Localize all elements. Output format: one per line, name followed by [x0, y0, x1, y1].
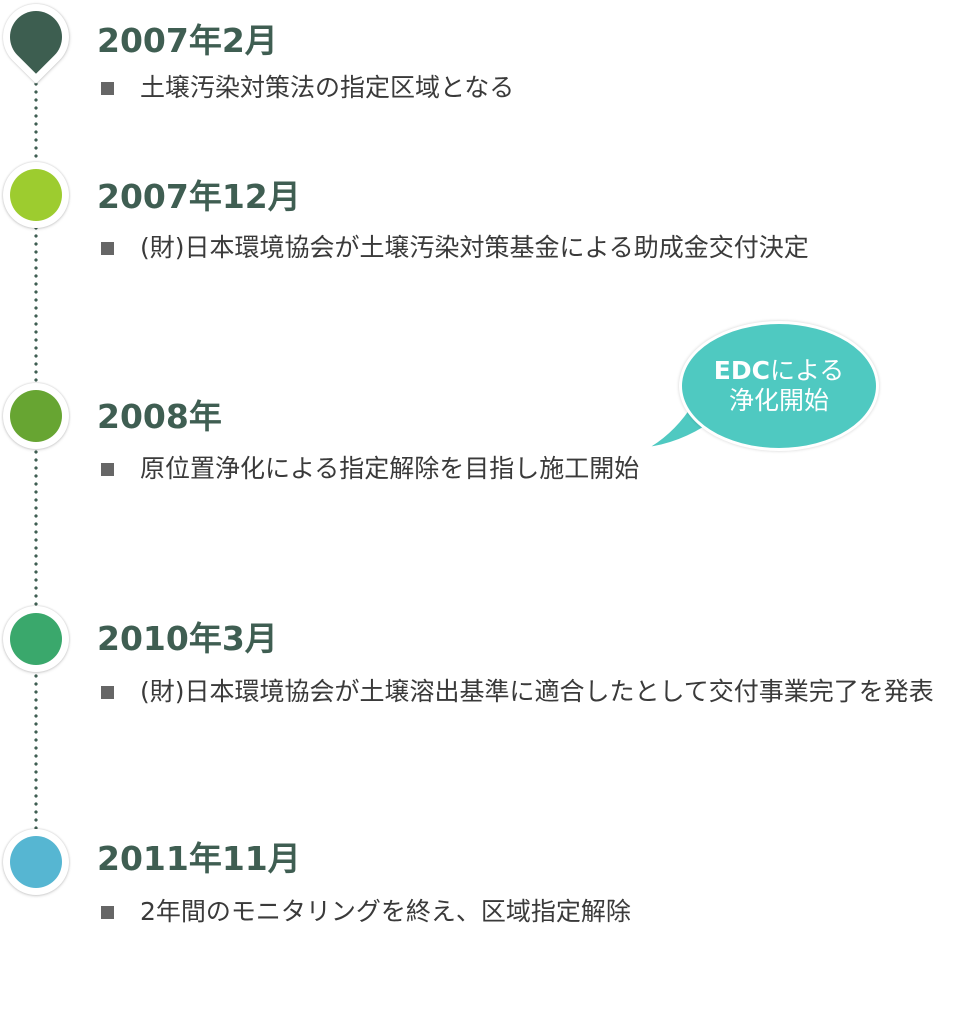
- event-date: 2011年11月: [97, 839, 301, 878]
- callout-line-1-rest: による: [769, 356, 845, 385]
- square-bullet-icon: [101, 906, 114, 919]
- callout-line-1: EDCによる: [714, 356, 844, 386]
- square-bullet-icon: [101, 463, 114, 476]
- callout-highlight: EDC: [713, 356, 770, 385]
- speech-bubble-callout: EDCによる 浄化開始: [679, 321, 879, 451]
- timeline-marker-pin: [0, 0, 83, 84]
- square-bullet-icon: [101, 82, 114, 95]
- event-description-text: 原位置浄化による指定解除を目指し施工開始: [140, 454, 640, 483]
- marker-dot: [10, 169, 62, 221]
- event-description-text: (財)日本環境協会が土壌汚染対策基金による助成金交付決定: [140, 233, 809, 262]
- square-bullet-icon: [101, 686, 114, 699]
- event-description: 土壌汚染対策法の指定区域となる: [97, 73, 959, 103]
- marker-dot: [10, 613, 62, 665]
- timeline-connector-line: [34, 80, 38, 850]
- event-description: 2年間のモニタリングを終え、区域指定解除: [97, 897, 959, 927]
- marker-dot: [10, 836, 62, 888]
- timeline-marker: [3, 606, 69, 672]
- event-description-text: 土壌汚染対策法の指定区域となる: [140, 73, 515, 102]
- timeline-marker: [3, 383, 69, 449]
- event-description: (財)日本環境協会が土壌溶出基準に適合したとして交付事業完了を発表: [97, 677, 957, 707]
- event-date: 2008年: [97, 397, 222, 436]
- event-description-text: (財)日本環境協会が土壌溶出基準に適合したとして交付事業完了を発表: [140, 677, 934, 706]
- callout-line-2: 浄化開始: [728, 386, 829, 415]
- marker-dot: [0, 0, 73, 74]
- event-description-text: 2年間のモニタリングを終え、区域指定解除: [140, 897, 631, 926]
- timeline-marker: [3, 162, 69, 228]
- square-bullet-icon: [101, 242, 114, 255]
- event-date: 2010年3月: [97, 619, 278, 658]
- event-date: 2007年2月: [97, 21, 278, 60]
- event-description: 原位置浄化による指定解除を目指し施工開始: [97, 454, 959, 484]
- event-date: 2007年12月: [97, 177, 301, 216]
- timeline-marker: [3, 829, 69, 895]
- marker-dot: [10, 390, 62, 442]
- event-description: (財)日本環境協会が土壌汚染対策基金による助成金交付決定: [97, 233, 959, 263]
